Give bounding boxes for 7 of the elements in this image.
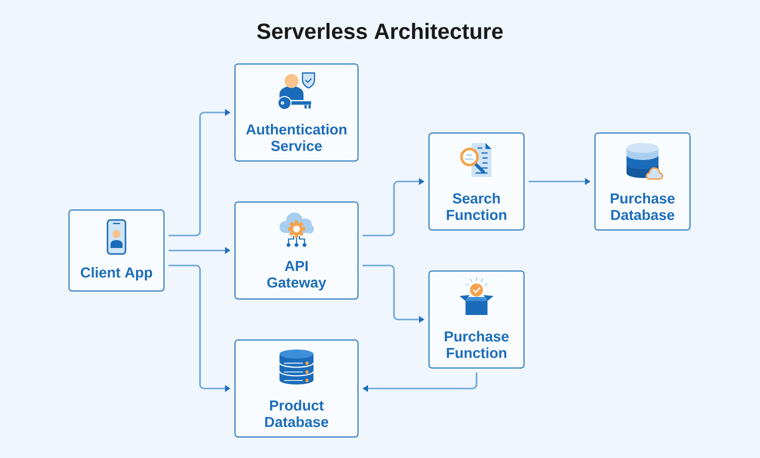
component-box: Search Function [428, 132, 524, 230]
component-box: API Gateway [234, 202, 358, 300]
component-box: Purchase Function [428, 270, 524, 368]
component-box: Authentication Service [234, 64, 358, 162]
component-box: Product Database [234, 340, 358, 438]
component-box: Client App [68, 210, 164, 292]
title: Serverless Architecture [257, 22, 503, 40]
